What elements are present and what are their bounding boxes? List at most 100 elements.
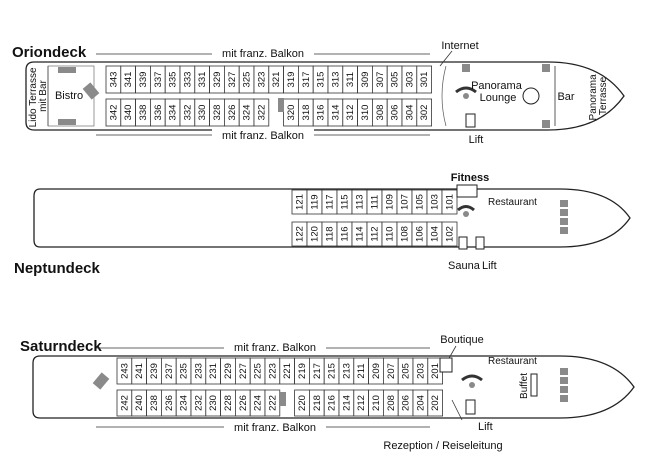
corridor-block	[278, 98, 284, 112]
cabin-number: 305	[390, 72, 401, 88]
cabin-number: 106	[415, 226, 426, 242]
cabin-number: 122	[295, 226, 306, 242]
oriondeck: Oriondeck mit franz. Balkon Lido Terrass…	[12, 40, 625, 146]
cabin-number: 229	[223, 363, 234, 379]
buffet-counter	[530, 373, 538, 397]
cabin-number: 214	[341, 395, 352, 411]
cabin-number: 113	[355, 194, 366, 209]
restaurant-dot	[469, 382, 475, 388]
cabin-number: 205	[401, 363, 412, 379]
lounge-curve	[441, 65, 447, 127]
cabin-number: 118	[325, 226, 336, 241]
cabin-number: 327	[227, 72, 238, 88]
cabin-number: 213	[341, 363, 352, 379]
panorama-terrasse-label: Panorama Terrasse	[588, 72, 609, 121]
cabin-number: 324	[242, 105, 253, 121]
cabin-number: 316	[316, 105, 327, 121]
cabin-number: 223	[267, 363, 278, 379]
cabin-number: 202	[430, 395, 441, 411]
bow-block	[560, 386, 568, 393]
restaurant-label: Restaurant	[488, 197, 537, 208]
cabin-number: 237	[164, 363, 175, 379]
cabin-number: 341	[123, 72, 134, 88]
cabin[interactable]	[427, 389, 443, 417]
cabin-number: 233	[193, 363, 204, 379]
cabin-number: 105	[415, 194, 426, 210]
lift-box	[465, 399, 476, 415]
balcony-label-bg	[224, 341, 326, 354]
lift-label: Lift	[478, 421, 493, 433]
cabin[interactable]	[416, 98, 432, 127]
cabin-number: 328	[212, 105, 223, 121]
lido-label: Lido Terrasse mit Bar	[28, 65, 49, 128]
cabin-number: 203	[415, 363, 426, 379]
cabin-number: 323	[256, 72, 267, 88]
cabin-number: 102	[445, 226, 456, 242]
cabin-number: 312	[345, 105, 356, 121]
bar-counter	[82, 82, 100, 100]
lift-box	[475, 236, 485, 250]
cabin-number: 227	[238, 363, 249, 379]
cabin-number: 314	[330, 105, 341, 121]
cabin[interactable]	[264, 389, 281, 417]
cabin-number: 336	[153, 105, 164, 121]
cabin-number: 110	[385, 226, 396, 241]
buffet-label: Buffet	[519, 373, 530, 399]
cabin[interactable]	[416, 65, 432, 94]
cabin-number: 103	[430, 194, 441, 210]
cabin-number: 232	[193, 395, 204, 411]
sauna-room	[458, 236, 468, 250]
balcony-label-bg	[212, 47, 314, 60]
fitness-label: Fitness	[451, 172, 490, 184]
cabin-number: 302	[419, 105, 430, 121]
cabin[interactable]	[441, 221, 458, 247]
cabin-number: 219	[297, 363, 308, 379]
cabin-number: 240	[134, 395, 145, 411]
bow-block	[560, 200, 568, 207]
cabin-number: 330	[197, 105, 208, 121]
cabin-number: 342	[108, 105, 119, 121]
cabin-number: 201	[430, 363, 441, 379]
cabin-number: 308	[375, 105, 386, 121]
cabin-number: 210	[371, 395, 382, 411]
cabin-number: 116	[340, 226, 351, 241]
balcony-label-bottom: mit franz. Balkon	[222, 130, 304, 142]
cabin-number: 315	[316, 72, 327, 88]
cabin-number: 309	[360, 72, 371, 88]
internet-icon	[462, 64, 470, 72]
cabin[interactable]	[253, 98, 270, 127]
cabin-number: 304	[404, 105, 415, 121]
bow-block	[560, 209, 568, 216]
cabin-number: 220	[297, 395, 308, 411]
cabin-number: 230	[208, 395, 219, 411]
cabin[interactable]	[441, 189, 458, 215]
lounge-dot	[463, 93, 469, 99]
lift-label: Lift	[469, 134, 484, 146]
cabin-number: 222	[267, 395, 278, 411]
bow-block	[560, 377, 568, 384]
restaurant-dot	[463, 211, 469, 217]
cabin-number: 242	[119, 395, 130, 411]
cabin-number: 337	[153, 72, 164, 88]
cabin-number: 119	[310, 194, 321, 209]
cabin-number: 112	[370, 226, 381, 241]
cabin-number: 121	[295, 194, 306, 210]
cabin-number: 310	[360, 105, 371, 121]
stair-block	[542, 64, 550, 72]
bow-block	[560, 368, 568, 375]
cabin-number: 340	[123, 105, 134, 121]
cabin-number: 221	[282, 363, 293, 379]
cabin-number: 241	[134, 363, 145, 379]
restaurant-bar-icon	[461, 374, 483, 382]
cabin-number: 320	[286, 105, 297, 121]
cabin-number: 111	[370, 195, 381, 209]
stair-block	[542, 120, 550, 128]
cabin-number: 216	[327, 395, 338, 411]
balcony-label-bottom: mit franz. Balkon	[234, 422, 316, 434]
balcony-label-top: mit franz. Balkon	[234, 342, 316, 354]
cabin-number: 218	[312, 395, 323, 411]
cabin-number: 239	[149, 363, 160, 379]
